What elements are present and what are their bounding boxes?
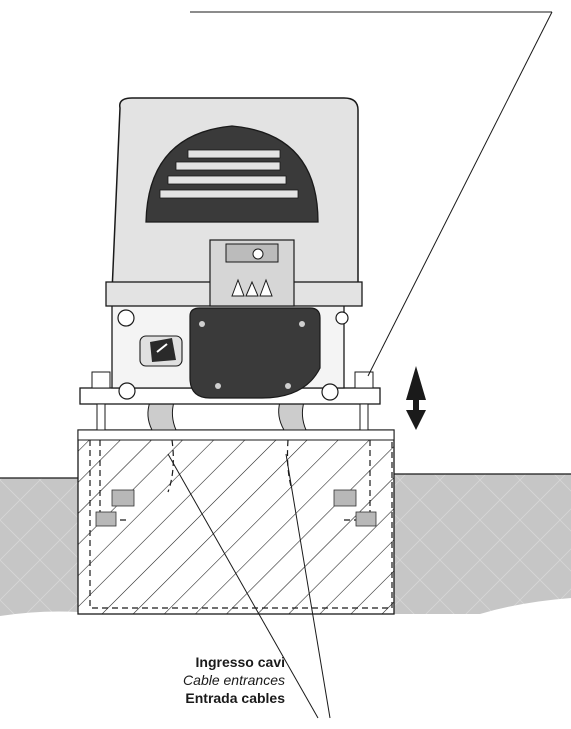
leader-lines bbox=[167, 11, 553, 719]
label-italian: Ingresso cavi bbox=[195, 654, 286, 670]
foundation-top-strip bbox=[77, 429, 395, 441]
drive-unit-cap bbox=[225, 243, 279, 263]
drive-gear-teeth bbox=[231, 278, 273, 297]
vent-slots bbox=[159, 149, 299, 199]
label-english: Cable entrances bbox=[183, 672, 285, 688]
body-mount-holes bbox=[117, 309, 349, 401]
label-spanish: Entrada cables bbox=[185, 690, 285, 706]
height-adjustment-arrow bbox=[406, 366, 426, 430]
panel-screws bbox=[199, 321, 305, 389]
anchor-plates bbox=[95, 489, 377, 527]
concrete-foundation bbox=[77, 429, 395, 615]
ground-left bbox=[0, 478, 78, 616]
cable-entrance-label: Ingresso cavi Cable entrances Entrada ca… bbox=[60, 653, 285, 707]
control-panel bbox=[189, 307, 321, 399]
cable-conduits bbox=[147, 401, 307, 431]
drive-screw bbox=[252, 248, 264, 260]
release-lock-key bbox=[150, 338, 176, 362]
ground-right bbox=[394, 474, 571, 614]
